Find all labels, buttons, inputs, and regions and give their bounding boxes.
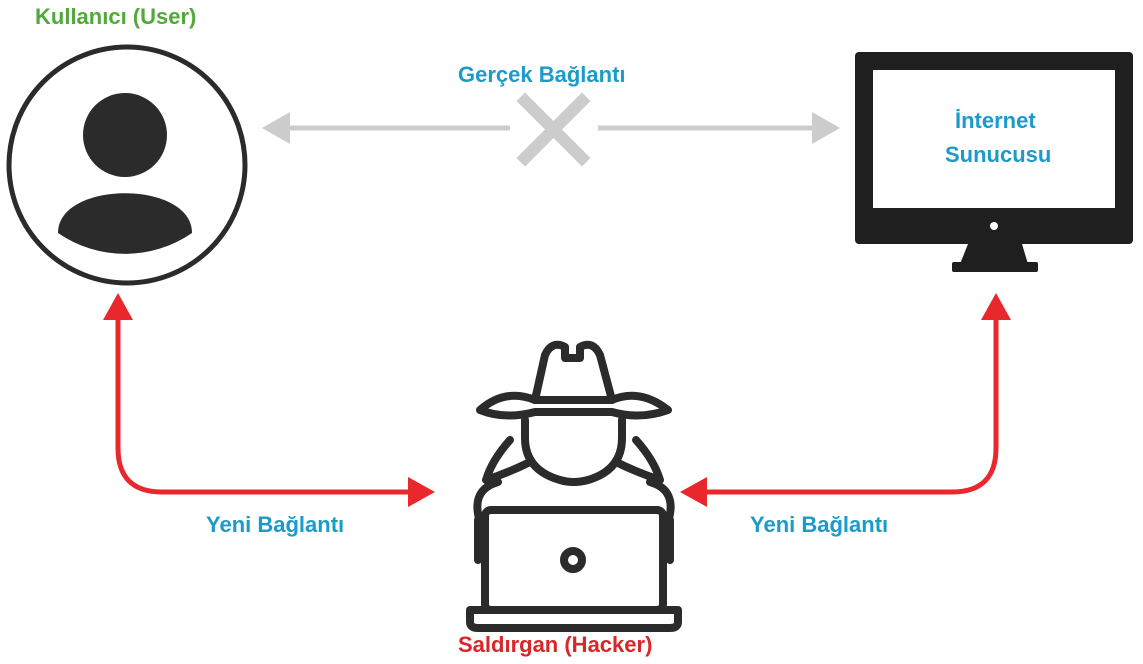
server-label-line1: İnternet — [955, 108, 1036, 133]
attacker-label: Saldırgan (Hacker) — [458, 632, 653, 657]
new-connection-label-left: Yeni Bağlantı — [206, 512, 345, 537]
real-connection-arrow — [262, 112, 840, 144]
user-label: Kullanıcı (User) — [35, 4, 197, 29]
user-icon — [6, 44, 248, 286]
monitor-icon — [855, 52, 1133, 272]
cross-icon — [516, 92, 591, 167]
new-connection-arrow-right — [680, 293, 1011, 507]
hacker-icon — [466, 340, 682, 632]
new-connection-arrow-left — [103, 293, 435, 507]
real-connection-label: Gerçek Bağlantı — [458, 62, 626, 87]
new-connection-label-right: Yeni Bağlantı — [750, 512, 889, 537]
server-label-line2: Sunucusu — [945, 142, 1052, 167]
